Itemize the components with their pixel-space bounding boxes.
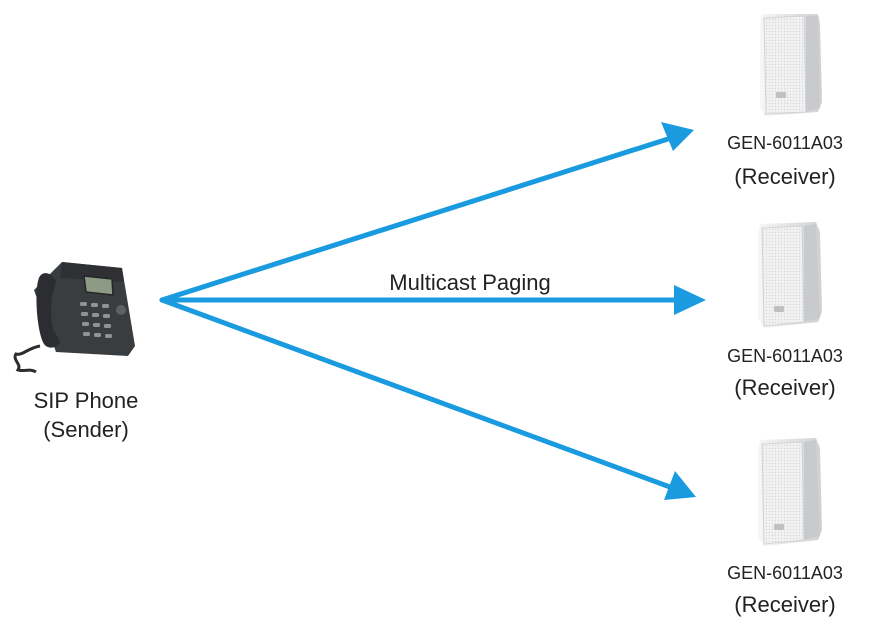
speaker-icon (758, 438, 822, 546)
sender-role-label: (Sender) (43, 417, 129, 442)
receiver-role-label: (Receiver) (734, 592, 836, 617)
receiver-model-label: GEN-6011A03 (727, 563, 843, 583)
desk-phone-icon (13, 262, 135, 374)
speaker-icon (758, 222, 822, 328)
speaker-icon (760, 14, 822, 116)
arrow-to-receiver-1 (159, 122, 694, 303)
sender-name-label: SIP Phone (33, 388, 139, 413)
receiver-model-label: GEN-6011A03 (727, 346, 843, 366)
receiver-model-label: GEN-6011A03 (727, 133, 843, 153)
link-label: Multicast Paging (389, 270, 551, 295)
receiver-role-label: (Receiver) (734, 164, 836, 189)
arrow-to-receiver-2 (159, 285, 706, 315)
receiver-role-label: (Receiver) (734, 375, 836, 400)
arrow-to-receiver-3 (159, 297, 696, 500)
